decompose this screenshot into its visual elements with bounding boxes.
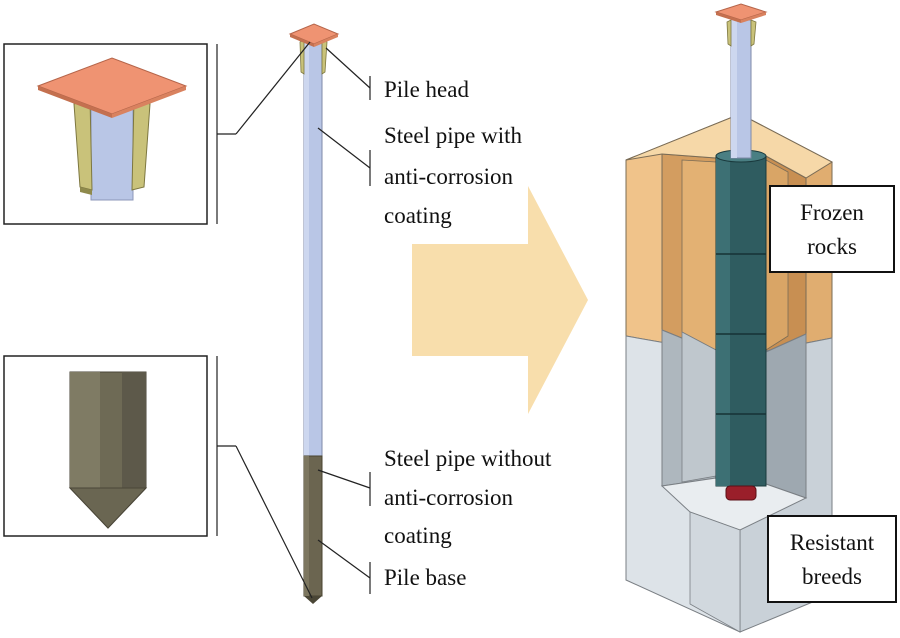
resistant-breeds-label-line2: breeds bbox=[802, 564, 862, 589]
resistant-breeds-label-line1: Resistant bbox=[790, 530, 875, 555]
installed-pile bbox=[714, 3, 768, 501]
uncoated-pipe-label-line3: coating bbox=[384, 523, 452, 548]
frozen-rocks-label-line2: rocks bbox=[807, 234, 857, 259]
coated-pipe-label-line1: Steel pipe with bbox=[384, 123, 522, 148]
coated-pipe-label-line3: coating bbox=[384, 203, 452, 228]
resistant-breeds-label-box: Resistant breeds bbox=[767, 515, 897, 603]
coated-pipe-label-line2: anti-corrosion bbox=[384, 164, 514, 189]
frozen-rocks-label-box: Frozen rocks bbox=[769, 185, 895, 273]
frozen-rocks-label-line1: Frozen bbox=[800, 200, 864, 225]
pile-base-detail-box bbox=[3, 355, 208, 537]
uncoated-pipe-label-line1: Steel pipe without bbox=[384, 446, 552, 471]
pile-elevation bbox=[288, 23, 340, 604]
pile-base-label: Pile base bbox=[384, 565, 466, 590]
uncoated-pipe-label-line2: anti-corrosion bbox=[384, 485, 514, 510]
transition-arrow bbox=[412, 186, 588, 414]
pile-head-detail-box bbox=[3, 43, 208, 225]
pile-head-label: Pile head bbox=[384, 77, 469, 102]
